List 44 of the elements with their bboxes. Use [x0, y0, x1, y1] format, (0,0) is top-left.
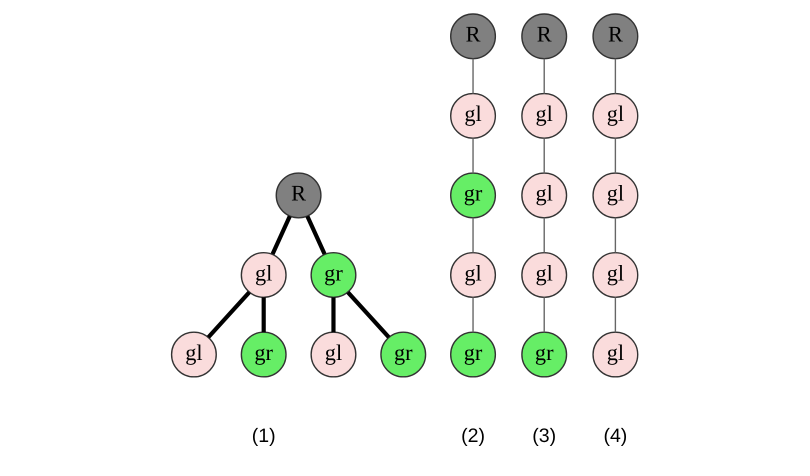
- node-circle: gr: [450, 172, 496, 218]
- connector: [472, 58, 474, 94]
- connector: [544, 297, 545, 332]
- node-circle: gl: [592, 92, 638, 139]
- connector: [331, 297, 336, 332]
- node-circle: gl: [521, 172, 568, 218]
- connector: [346, 290, 390, 339]
- label: (3): [532, 425, 556, 448]
- connector: [206, 290, 251, 339]
- connector: [305, 215, 326, 255]
- connector: [472, 297, 474, 332]
- connector: [262, 297, 266, 332]
- node-circle: gl: [170, 332, 217, 378]
- node-circle: gl: [521, 92, 568, 139]
- node-circle: gl: [592, 332, 638, 378]
- node-circle: gr: [240, 332, 287, 378]
- node-circle: gl: [521, 252, 568, 298]
- node-circle: R: [276, 172, 322, 218]
- node-circle: gr: [310, 252, 356, 298]
- label: (1): [252, 425, 276, 448]
- connector: [614, 138, 616, 174]
- label: (4): [603, 425, 628, 448]
- node-circle: gr: [521, 332, 568, 378]
- node-circle: gl: [450, 252, 496, 298]
- node-circle: gl: [592, 252, 638, 298]
- node-circle: R: [592, 13, 638, 60]
- node-circle: gl: [450, 92, 496, 139]
- connector: [472, 138, 474, 174]
- connector: [614, 218, 616, 253]
- node-circle: R: [521, 13, 568, 60]
- connector: [544, 218, 545, 253]
- connector: [472, 218, 474, 253]
- node-circle: gl: [240, 252, 287, 298]
- connector: [270, 215, 292, 255]
- node-circle: R: [450, 13, 496, 60]
- label: (2): [461, 425, 485, 448]
- node-circle: gr: [380, 332, 426, 378]
- connector: [614, 58, 616, 94]
- node-circle: gl: [592, 172, 638, 218]
- connector: [544, 138, 545, 174]
- node-circle: gl: [310, 332, 356, 378]
- connector: [614, 297, 616, 332]
- node-circle: gr: [450, 332, 496, 378]
- connector: [544, 58, 545, 94]
